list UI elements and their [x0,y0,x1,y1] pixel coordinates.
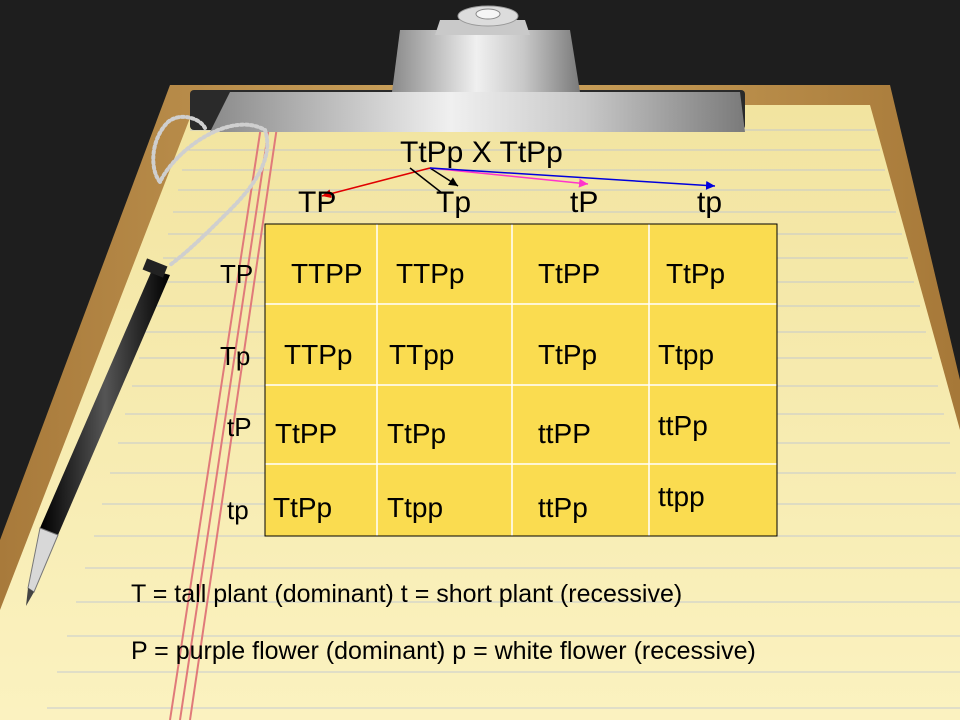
genotype-cell: TTPP [291,258,363,289]
genotype-cell: TTPp [284,339,353,370]
clip-top [392,30,580,92]
row-header-2: Tp [220,341,251,371]
pen [26,258,170,606]
column-header-4: tp [697,186,723,219]
legend-height: T = tall plant (dominant) t = short plan… [131,580,683,608]
genotype-cell: Ttpp [658,339,715,370]
margin-lines [169,119,279,720]
genotype-cell: TtPp [273,492,333,523]
genotype-cell: TtPp [538,339,598,370]
genotype-cell: TTpp [389,339,455,370]
genotype-cell: TtPP [275,418,338,449]
genotype-cell: Ttpp [387,492,444,523]
genotype-cell: ttPp [538,492,588,523]
gamete-arrows [321,167,716,199]
genotype-cell: TTPp [396,258,465,289]
column-header-1: TP [298,186,337,219]
genotype-cell: TtPP [538,258,601,289]
punnett-square [264,223,778,537]
column-header-3: tP [570,186,599,219]
genotype-cell: ttpp [658,481,705,512]
row-header-3: tP [227,412,252,442]
row-header-1: TP [220,259,254,289]
cross-title: TtPp X TtPp [400,136,563,169]
row-header-4: tp [227,495,249,525]
legend-flower-color: P = purple flower (dominant) p = white f… [131,637,756,665]
column-header-2: Tp [436,186,472,219]
genotype-cell: ttPp [658,410,708,441]
genotype-cell: TtPp [666,258,726,289]
bead-chain [151,114,270,267]
genotype-cell: ttPP [538,418,591,449]
genotype-cell: TtPp [387,418,447,449]
